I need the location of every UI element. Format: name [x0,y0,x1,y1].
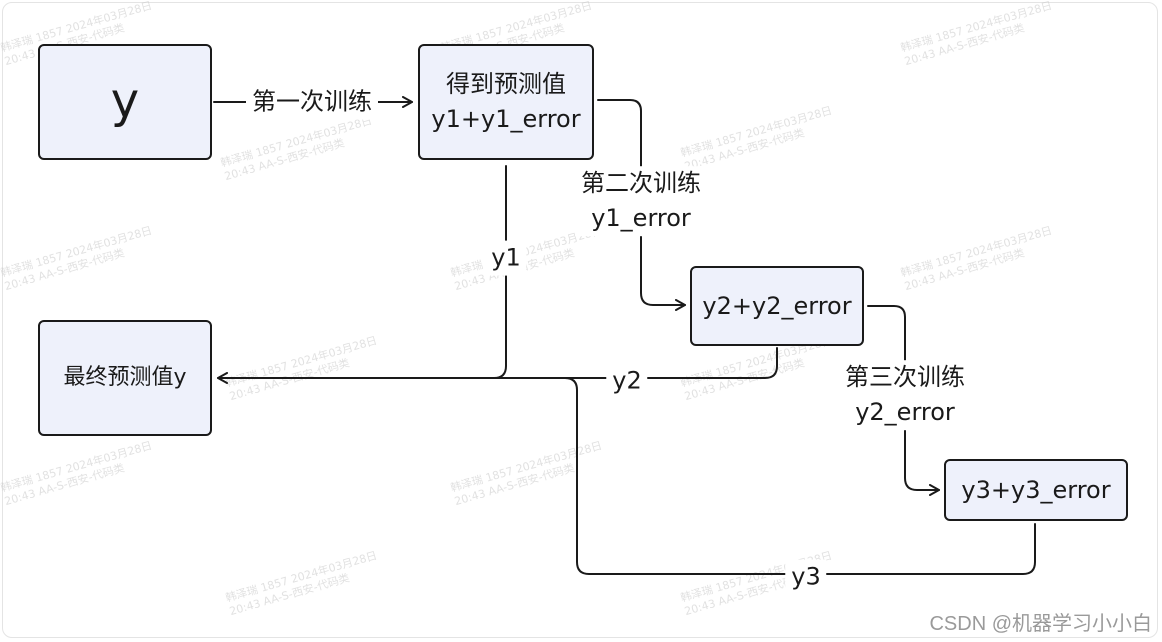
edge-label-out3: y3 [785,559,827,595]
node-final[interactable]: 最终预测值y [38,320,212,436]
edge-label-train3-line1: 第三次训练 [845,363,965,392]
edge-out2 [493,347,778,379]
node-y[interactable]: y [38,44,212,160]
node-y-label: y [110,73,140,130]
node-pred1-line1: 得到预测值 [446,70,566,99]
edge-label-train3: 第三次训练 y2_error [839,360,971,430]
node-pred1-line2: y1+y1_error [431,105,581,133]
edge-out1 [217,165,507,384]
edge-label-train2-line2: y1_error [591,204,691,232]
node-pred1[interactable]: 得到预测值 y1+y1_error [418,44,594,160]
source-credit: CSDN @机器学习小小白 [929,613,1152,635]
edge-out3 [493,377,1036,575]
edge-label-train1: 第一次训练 [246,84,378,120]
node-final-label: 最终预测值y [63,365,187,391]
edge-label-out2: y2 [606,363,648,399]
node-pred3[interactable]: y3+y3_error [944,459,1128,521]
edge-label-train2-line1: 第二次训练 [581,169,701,198]
edge-label-train2: 第二次训练 y1_error [575,166,707,236]
node-pred2[interactable]: y2+y2_error [690,266,864,346]
node-pred3-label: y3+y3_error [961,475,1111,504]
node-pred2-label: y2+y2_error [702,291,852,320]
edge-label-out1: y1 [485,240,527,276]
edge-label-train3-line2: y2_error [855,398,955,426]
